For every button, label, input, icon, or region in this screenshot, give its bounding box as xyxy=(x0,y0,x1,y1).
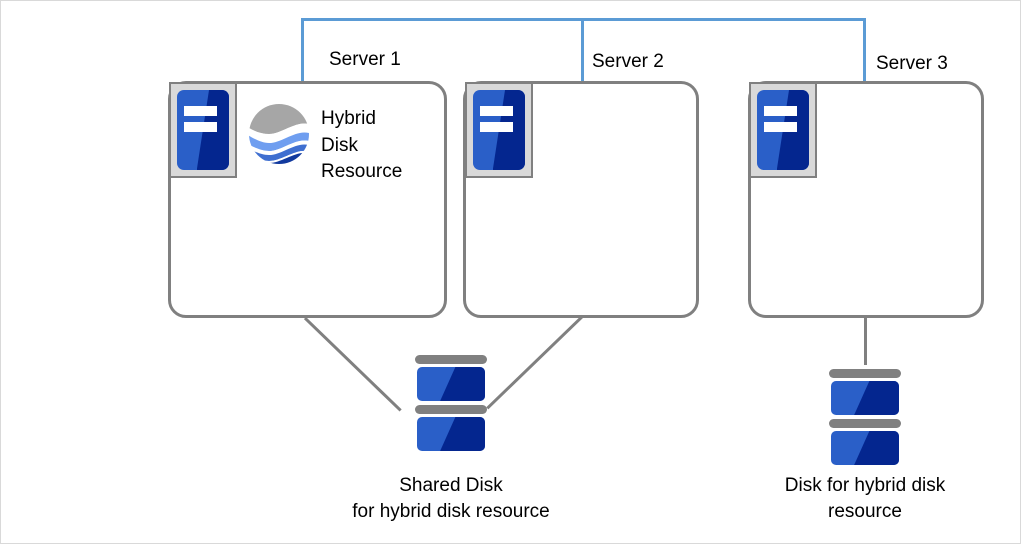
disk-block-bottom xyxy=(831,431,899,465)
server-icon-bar-bottom xyxy=(764,122,797,133)
network-bus-drop-server2-icon xyxy=(581,18,584,81)
disk-bar-top xyxy=(829,369,901,378)
server-icon-body xyxy=(473,90,525,170)
disk-block-top xyxy=(417,367,485,401)
server-icon-bar-top xyxy=(184,106,217,117)
shared-disk-caption-line-2: for hybrid disk resource xyxy=(352,501,550,522)
local-disk-stack-icon xyxy=(829,369,901,467)
server-icon xyxy=(749,82,817,178)
disk-bar-top xyxy=(415,355,487,364)
server-icon-body xyxy=(757,90,809,170)
hybrid-disk-resource-label-line-1: Hybrid xyxy=(321,108,376,129)
server-icon-bar-top xyxy=(480,106,513,117)
local-disk-caption-line-1: Disk for hybrid disk xyxy=(784,475,946,496)
server-label-3: Server 3 xyxy=(876,53,948,74)
hybrid-disk-resource-label-line-2: Disk xyxy=(321,135,358,156)
disk-block-bottom xyxy=(417,417,485,451)
shared-disk-caption-line-1: Shared Disk xyxy=(399,475,503,496)
disk-bar-middle xyxy=(829,419,901,428)
disk-block-top xyxy=(831,381,899,415)
connector-server1-to-shared-disk xyxy=(303,317,402,412)
hybrid-disk-resource-globe-icon xyxy=(248,103,310,165)
server-icon-bar-bottom xyxy=(184,122,217,133)
network-bus-drop-server3-icon xyxy=(863,18,866,81)
local-disk-caption-line-2: resource xyxy=(828,501,902,522)
server-label-1: Server 1 xyxy=(329,49,401,70)
server-label-2: Server 2 xyxy=(592,51,664,72)
server-icon xyxy=(169,82,237,178)
network-bus-drop-server1-icon xyxy=(301,18,304,81)
server-icon-bar-top xyxy=(764,106,797,117)
server-icon-body xyxy=(177,90,229,170)
connector-server3-to-local-disk xyxy=(864,317,867,365)
connector-server2-to-shared-disk xyxy=(486,314,584,410)
disk-bar-middle xyxy=(415,405,487,414)
server-icon-bar-bottom xyxy=(480,122,513,133)
hybrid-disk-resource-label-line-3: Resource xyxy=(321,161,403,182)
shared-disk-stack-icon xyxy=(415,355,487,453)
server-icon xyxy=(465,82,533,178)
